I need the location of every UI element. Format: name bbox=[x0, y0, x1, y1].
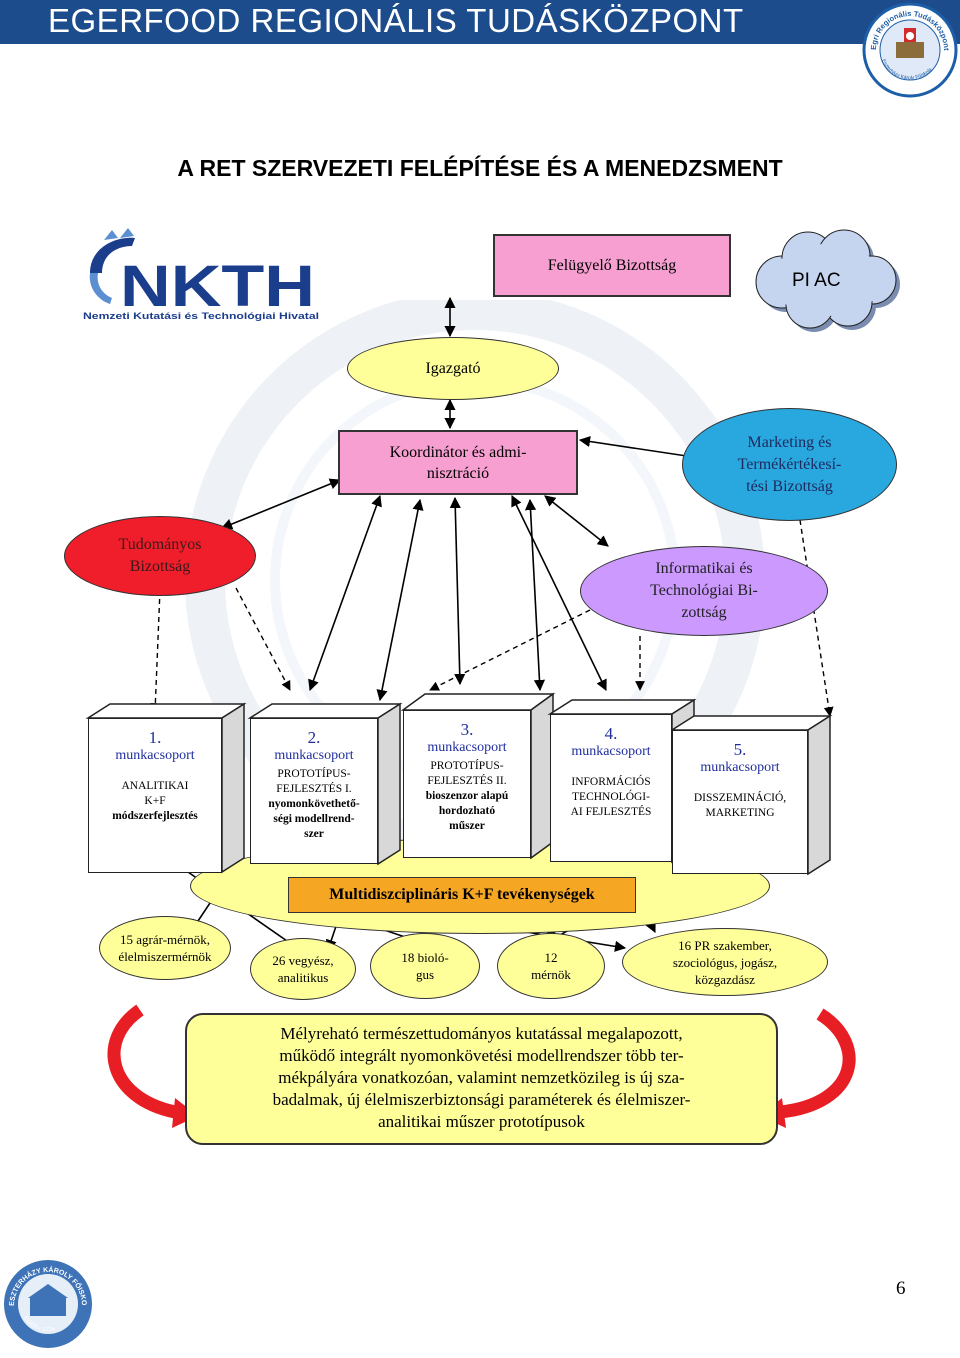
group-3-label: munkacsoport bbox=[427, 740, 507, 755]
staff-mernok-line-2: mérnök bbox=[531, 967, 571, 982]
group-1-num: 1. bbox=[148, 728, 162, 747]
group-2-desc-1: PROTOTÍPUS- bbox=[277, 768, 351, 780]
summary-line-4: badalmak, új élelmiszerbiztonsági paramé… bbox=[272, 1090, 691, 1109]
marketing-line-3: tési Bizottság bbox=[746, 477, 833, 495]
group-2-box: 2. munkacsoport PROTOTÍPUS- FEJLESZTÉS I… bbox=[250, 718, 378, 864]
group-5-label: munkacsoport bbox=[700, 760, 780, 775]
staff-pr: 16 PR szakember, szociológus, jogász, kö… bbox=[622, 928, 828, 996]
egri-regionalis-logo: Egri Regionális Tudásközpont Eszterházy … bbox=[862, 2, 958, 98]
group-3-desc-1: PROTOTÍPUS- bbox=[430, 760, 504, 772]
nkth-sub-text: Nemzeti Kutatási és Technológiai Hivatal bbox=[83, 311, 319, 321]
page-number: 6 bbox=[896, 1278, 906, 1299]
multidisc-label: Multidiszciplináris K+F tevékenységek bbox=[329, 886, 595, 903]
informatikai-line-3: zottság bbox=[681, 604, 727, 621]
group-5-desc-1: DISSZEMINÁCIÓ, bbox=[693, 792, 787, 804]
group-3-desc-bold-2: hordozható bbox=[438, 805, 496, 817]
group-1-box: 1. munkacsoport ANALITIKAI K+F módszerfe… bbox=[88, 718, 222, 873]
staff-pr-line-2: szociológus, jogász, bbox=[672, 954, 778, 970]
group-2-desc-bold-3: szer bbox=[304, 828, 324, 840]
group-3-desc-2: FEJLESZTÉS II. bbox=[427, 775, 507, 787]
summary-line-5: analitikai műszer prototípusok bbox=[378, 1112, 585, 1131]
page-title: A RET SZERVEZETI FELÉPÍTÉSE ÉS A MENEDZS… bbox=[177, 155, 783, 181]
staff-biologus: 18 bioló- gus bbox=[370, 933, 480, 999]
nkth-logo: NKTH Nemzeti Kutatási és Technológiai Hi… bbox=[83, 228, 319, 321]
summary-line-1: Mélyreható természettudományos kutatássa… bbox=[280, 1024, 683, 1043]
group-2-desc-bold-1: nyomonkövethető- bbox=[268, 798, 360, 810]
informatikai-line-2: Technológiai Bi- bbox=[650, 582, 758, 599]
group-2-desc-bold-2: ségi modellrend- bbox=[273, 813, 355, 825]
group-1-desc-bold-1: módszerfejlesztés bbox=[112, 810, 198, 822]
group-5-desc-2: MARKETING bbox=[705, 807, 775, 819]
staff-agrar: 15 agrár-mérnök, élelmiszermérnök bbox=[99, 916, 231, 980]
nkth-main-text: NKTH bbox=[120, 254, 315, 319]
group-5-num: 5. bbox=[733, 740, 747, 759]
eszterhazy-logo: ESZTERHÁZY KÁROLY FŐISKOLA EGER • 1774 bbox=[2, 1256, 92, 1348]
marketing-line-1: Marketing és bbox=[747, 433, 832, 451]
group-4-desc-2: TECHNOLÓGI- bbox=[572, 791, 650, 803]
group-1-label: munkacsoport bbox=[115, 748, 195, 763]
group-4-desc-3: AI FEJLESZTÉS bbox=[570, 806, 652, 818]
staff-mernok: 12 mérnök bbox=[497, 933, 605, 999]
header-title: EGERFOOD REGIONÁLIS TUDÁSKÖZPONT bbox=[48, 2, 744, 39]
tudomanyos-line-1: Tudományos bbox=[118, 536, 202, 553]
group-3-box: 3. munkacsoport PROTOTÍPUS- FEJLESZTÉS I… bbox=[403, 710, 531, 858]
multidisc-bar: Multidiszciplináris K+F tevékenységek bbox=[288, 877, 636, 913]
staff-biologus-line-2: gus bbox=[415, 967, 435, 982]
koordinator-adminisztracio: Koordinátor és admi- nisztráció bbox=[338, 430, 578, 495]
staff-vegyesz: 26 vegyész, analitikus bbox=[250, 938, 356, 1000]
informatikai-bizottsag: Informatikai és Technológiai Bi- zottság bbox=[580, 546, 828, 636]
group-4-num: 4. bbox=[604, 724, 618, 743]
koordinator-line-2: nisztráció bbox=[426, 464, 490, 482]
summary-line-2: működő integrált nyomonkövetési modellre… bbox=[279, 1046, 684, 1065]
koordinator-line-1: Koordinátor és admi- bbox=[389, 443, 527, 461]
piac-cloud: PI AC bbox=[755, 229, 900, 332]
summary-line-3: mékpályára vonatkozóan, valamint nemzetk… bbox=[278, 1068, 685, 1087]
felugyelo-label: Felügyelő Bizottság bbox=[547, 256, 677, 274]
group-4-label: munkacsoport bbox=[571, 744, 651, 759]
staff-pr-line-1: 16 PR szakember, bbox=[678, 937, 772, 953]
igazgato: Igazgató bbox=[347, 337, 559, 400]
group-2-label: munkacsoport bbox=[274, 748, 354, 763]
staff-mernok-line-1: 12 bbox=[544, 950, 558, 965]
group-4-box: 4. munkacsoport INFORMÁCIÓS TECHNOLÓGI- … bbox=[550, 714, 672, 862]
staff-vegyesz-line-1: 26 vegyész, bbox=[272, 953, 334, 968]
staff-agrar-line-2: élelmiszermérnök bbox=[118, 949, 212, 964]
group-4-desc-1: INFORMÁCIÓS bbox=[571, 776, 651, 788]
summary-box: Mélyreható természettudományos kutatássa… bbox=[185, 1013, 778, 1145]
felugyelo-bizottsag: Felügyelő Bizottság bbox=[493, 234, 731, 297]
igazgato-label: Igazgató bbox=[425, 359, 481, 377]
tudomanyos-line-2: Bizottság bbox=[129, 558, 191, 575]
group-3-desc-bold-3: műszer bbox=[449, 820, 485, 832]
group-2-desc-2: FEJLESZTÉS I. bbox=[276, 783, 352, 795]
staff-pr-line-3: közgazdász bbox=[695, 971, 755, 987]
tudomanyos-bizottsag: Tudományos Bizottság bbox=[64, 516, 256, 596]
group-3-num: 3. bbox=[460, 720, 474, 739]
header-bar bbox=[0, 0, 960, 44]
marketing-bizottsag: Marketing és Termékértékesí- tési Bizott… bbox=[682, 408, 897, 521]
group-5-box: 5. munkacsoport DISSZEMINÁCIÓ, MARKETING bbox=[672, 730, 808, 874]
group-3-desc-bold-1: bioszenzor alapú bbox=[425, 790, 509, 802]
group-1-desc-1: ANALITIKAI bbox=[121, 780, 189, 792]
piac-label: PI AC bbox=[792, 270, 841, 291]
staff-biologus-line-1: 18 bioló- bbox=[401, 950, 449, 965]
marketing-line-2: Termékértékesí- bbox=[737, 455, 842, 473]
group-2-num: 2. bbox=[307, 728, 321, 747]
staff-vegyesz-line-2: analitikus bbox=[277, 970, 329, 985]
informatikai-line-1: Informatikai és bbox=[655, 560, 753, 577]
staff-agrar-line-1: 15 agrár-mérnök, bbox=[120, 932, 210, 947]
group-1-desc-2: K+F bbox=[144, 795, 166, 807]
